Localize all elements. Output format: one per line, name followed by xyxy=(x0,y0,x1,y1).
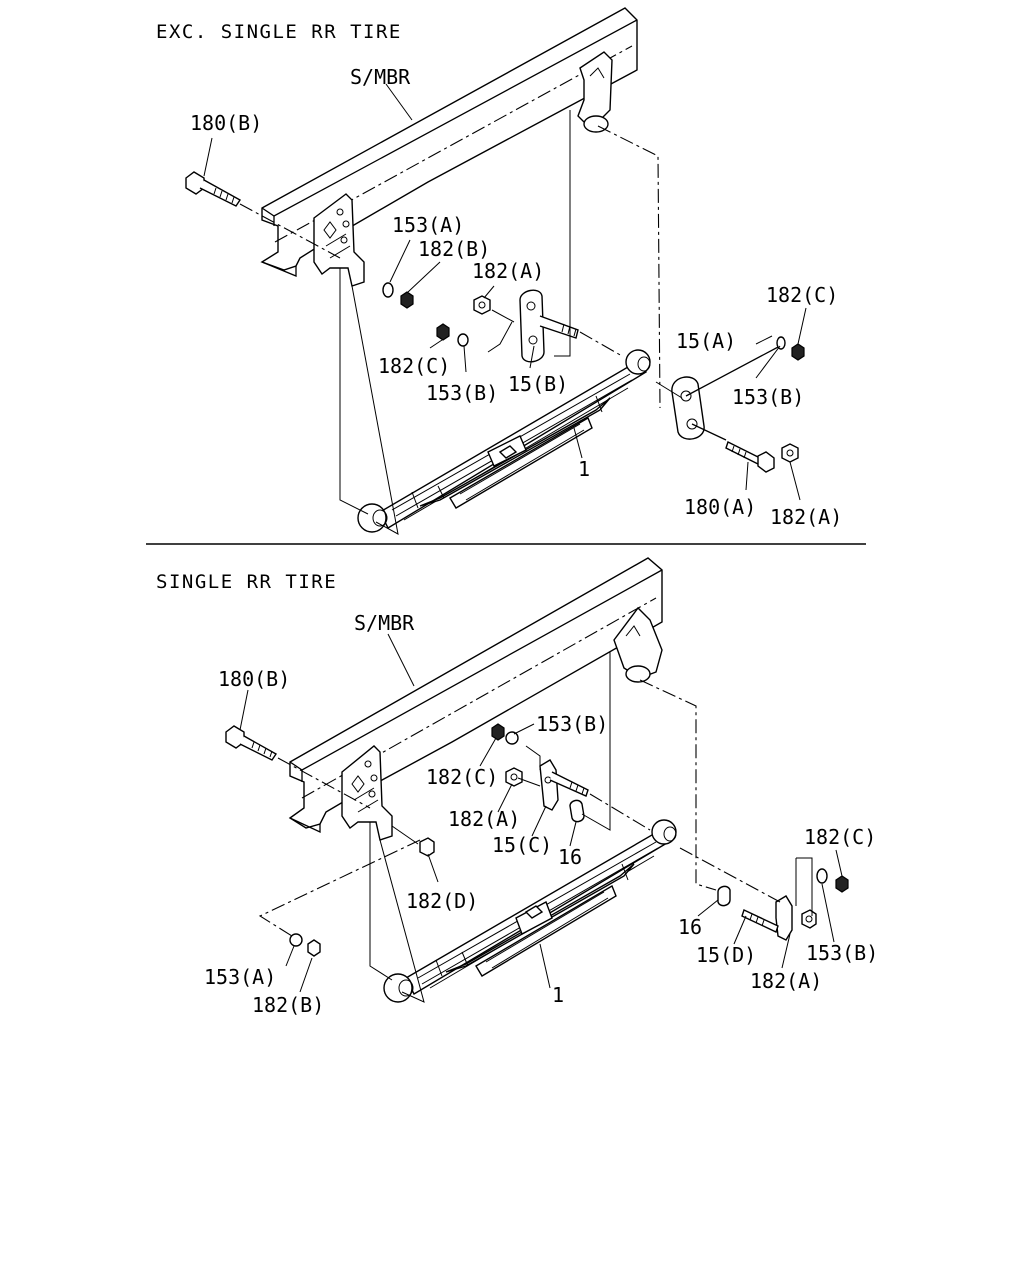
label-bushing-right: 16 xyxy=(678,915,702,939)
label-nut-c-right: 182(C) xyxy=(804,825,876,849)
bushing-16-right xyxy=(717,885,731,907)
section-title: EXC. SINGLE RR TIRE xyxy=(156,21,402,43)
frame-side-member xyxy=(288,557,663,834)
nut-182c-left xyxy=(436,323,450,341)
washer-153b-right xyxy=(776,336,786,350)
label-bolt-front: 180(B) xyxy=(218,667,290,691)
assembly-lines xyxy=(339,110,773,535)
label-nut-b: 182(B) xyxy=(418,237,490,261)
label-washer-b-top: 153(B) xyxy=(536,712,608,736)
washer-153b-right xyxy=(816,868,828,884)
section-title: SINGLE RR TIRE xyxy=(156,571,337,593)
label-nut-a-rear: 182(A) xyxy=(770,505,842,529)
frame-side-member xyxy=(260,7,638,277)
leaf-spring xyxy=(383,819,677,1003)
nut-182c-top xyxy=(491,723,505,741)
bushing-16-top xyxy=(569,799,585,823)
washer-153a xyxy=(289,933,303,947)
label-washer-a: 153(A) xyxy=(204,965,276,989)
front-hanger-bracket xyxy=(313,193,365,287)
label-nut-c-top: 182(C) xyxy=(426,765,498,789)
label-nut-b: 182(B) xyxy=(252,993,324,1017)
label-shackle-c: 15(C) xyxy=(492,833,552,857)
label-washer-b-right: 153(B) xyxy=(806,941,878,965)
label-washer-a: 153(A) xyxy=(392,213,464,237)
label-shackle-d: 15(D) xyxy=(696,943,756,967)
shackle-15c xyxy=(539,759,589,811)
nut-182a-top xyxy=(505,767,523,787)
label-bolt-front: 180(B) xyxy=(190,111,262,135)
washer-153b-top xyxy=(505,731,519,745)
label-nut-c-right: 182(C) xyxy=(766,283,838,307)
leader-lines xyxy=(239,633,843,993)
label-frame: S/MBR xyxy=(350,65,411,89)
label-spring: 1 xyxy=(578,457,590,481)
label-bushing-top: 16 xyxy=(558,845,582,869)
label-nut-d: 182(D) xyxy=(406,889,478,913)
washer-153a xyxy=(382,282,394,298)
label-washer-b-left: 153(B) xyxy=(426,381,498,405)
label-bolt-rear: 180(A) xyxy=(684,495,756,519)
nut-182c-right xyxy=(835,875,849,893)
label-spring: 1 xyxy=(552,983,564,1007)
label-frame: S/MBR xyxy=(354,611,415,635)
section-single-rr-tire: SINGLE RR TIRE xyxy=(156,557,878,1017)
shackle-axis-line xyxy=(589,793,651,831)
shackle-15a xyxy=(671,345,781,441)
label-washer-b-right: 153(B) xyxy=(732,385,804,409)
front-bolt xyxy=(225,725,371,809)
front-bolt xyxy=(185,171,341,259)
section-exc-single-rr-tire: EXC. SINGLE RR TIRE xyxy=(156,7,842,535)
nut-182b xyxy=(400,291,414,309)
label-nut-a: 182(A) xyxy=(472,259,544,283)
rear-bolt xyxy=(725,441,775,473)
label-shackle-b: 15(B) xyxy=(508,372,568,396)
leader-lines xyxy=(203,83,807,501)
label-nut-a-top: 182(A) xyxy=(448,807,520,831)
nut-182a-rear xyxy=(781,443,799,463)
nut-182a-right xyxy=(801,909,817,929)
nut-182c-right xyxy=(791,343,805,361)
shackle-15d xyxy=(741,895,793,941)
nut-182a xyxy=(473,295,491,315)
label-shackle-a: 15(A) xyxy=(676,329,736,353)
assembly-lines xyxy=(258,652,813,1003)
label-nut-a-right: 182(A) xyxy=(750,969,822,993)
leaf-spring xyxy=(357,349,651,533)
nut-182b xyxy=(307,939,321,957)
shackle-15b xyxy=(519,289,623,363)
rear-hanger-bracket xyxy=(613,606,663,683)
nut-182d xyxy=(419,837,435,857)
label-nut-c-left: 182(C) xyxy=(378,354,450,378)
washer-153b-left xyxy=(457,333,469,347)
front-hanger-bracket xyxy=(341,745,393,841)
